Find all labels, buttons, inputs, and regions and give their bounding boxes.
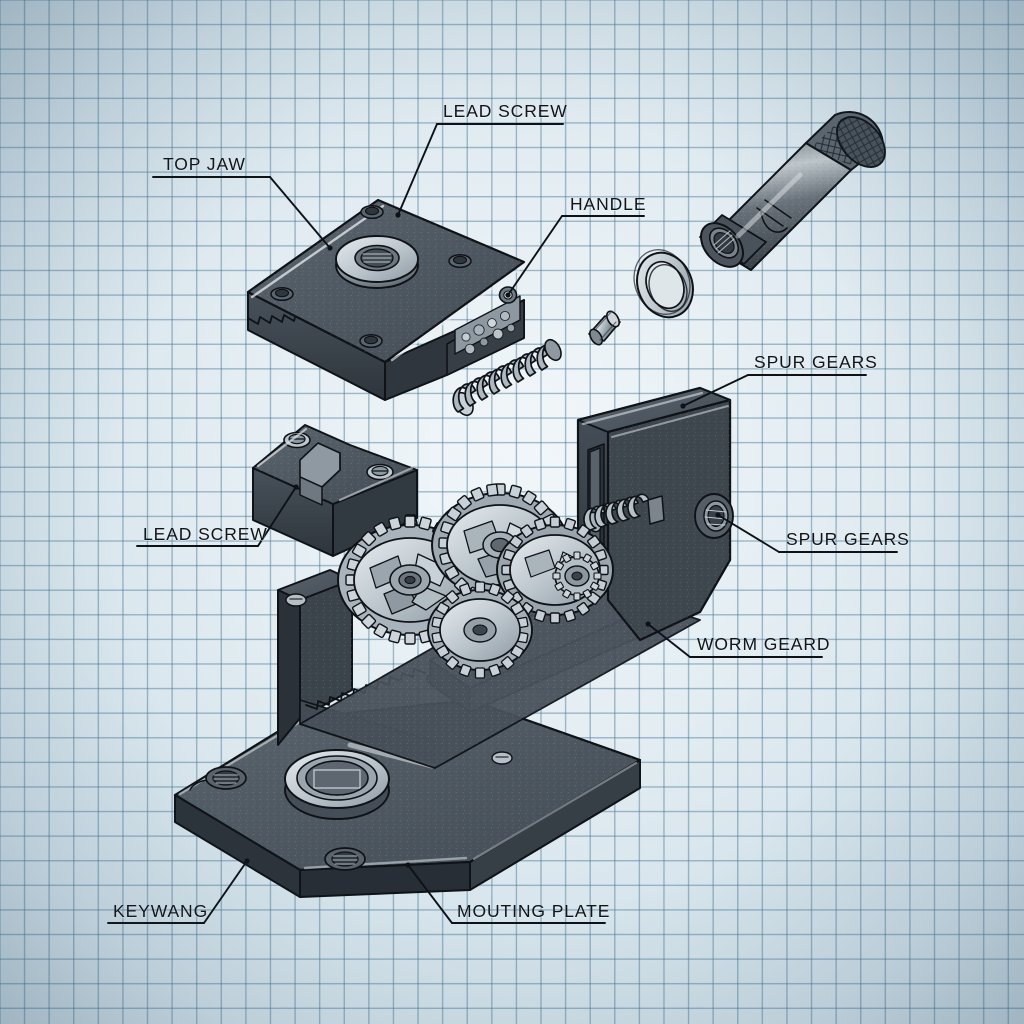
- callout-dot-keywang: [244, 858, 250, 864]
- callout-label-handle: HANDLE: [570, 194, 647, 214]
- callout-leader-lead-screw-top: [397, 123, 438, 216]
- callout-leader-top-jaw: [269, 176, 331, 249]
- callout-label-top-jaw: TOP JAW: [163, 154, 246, 174]
- part-lead-screw-coil: [452, 338, 562, 417]
- part-slider-block: [252, 424, 418, 557]
- callout-leader-spur-gears-upper: [682, 374, 749, 407]
- callout-dot-lead-screw-top: [395, 212, 401, 218]
- callout-leader-spur-gears-lower: [717, 514, 780, 553]
- callout-label-spur-gears-lower: SPUR GEARS: [786, 529, 910, 549]
- part-washer-ring: [633, 249, 694, 319]
- callout-label-worm-geard: WORM GEARD: [697, 634, 831, 654]
- callout-label-mouting-plate: MOUTING PLATE: [457, 901, 611, 921]
- callout-leader-lead-screw-lower: [257, 486, 297, 547]
- part-top-jaw: [246, 198, 526, 401]
- part-bushing: [588, 310, 621, 346]
- callout-label-lead-screw-top: LEAD SCREW: [443, 101, 568, 121]
- callout-leader-handle: [507, 215, 563, 296]
- part-base-body: [173, 386, 734, 898]
- callout-dot-lead-screw-lower: [293, 484, 299, 490]
- callout-dot-top-jaw: [327, 245, 333, 251]
- callout-dot-handle: [505, 292, 511, 298]
- callout-leader-mouting-plate: [407, 864, 453, 924]
- callout-dot-mouting-plate: [405, 862, 411, 868]
- callout-label-keywang: KEYWANG: [113, 901, 209, 921]
- callout-dot-spur-gears-upper: [680, 403, 686, 409]
- callout-leader-worm-geard: [647, 623, 691, 658]
- callout-label-lead-screw-lower: LEAD SCREW: [143, 524, 268, 544]
- callout-dot-worm-geard: [645, 621, 651, 627]
- callout-label-spur-gears-upper: SPUR GEARS: [754, 352, 878, 372]
- callout-dot-spur-gears-lower: [715, 512, 721, 518]
- callout-leader-keywang: [203, 860, 248, 924]
- part-handle-knob: [699, 110, 886, 271]
- part-gear-cluster: [337, 483, 614, 679]
